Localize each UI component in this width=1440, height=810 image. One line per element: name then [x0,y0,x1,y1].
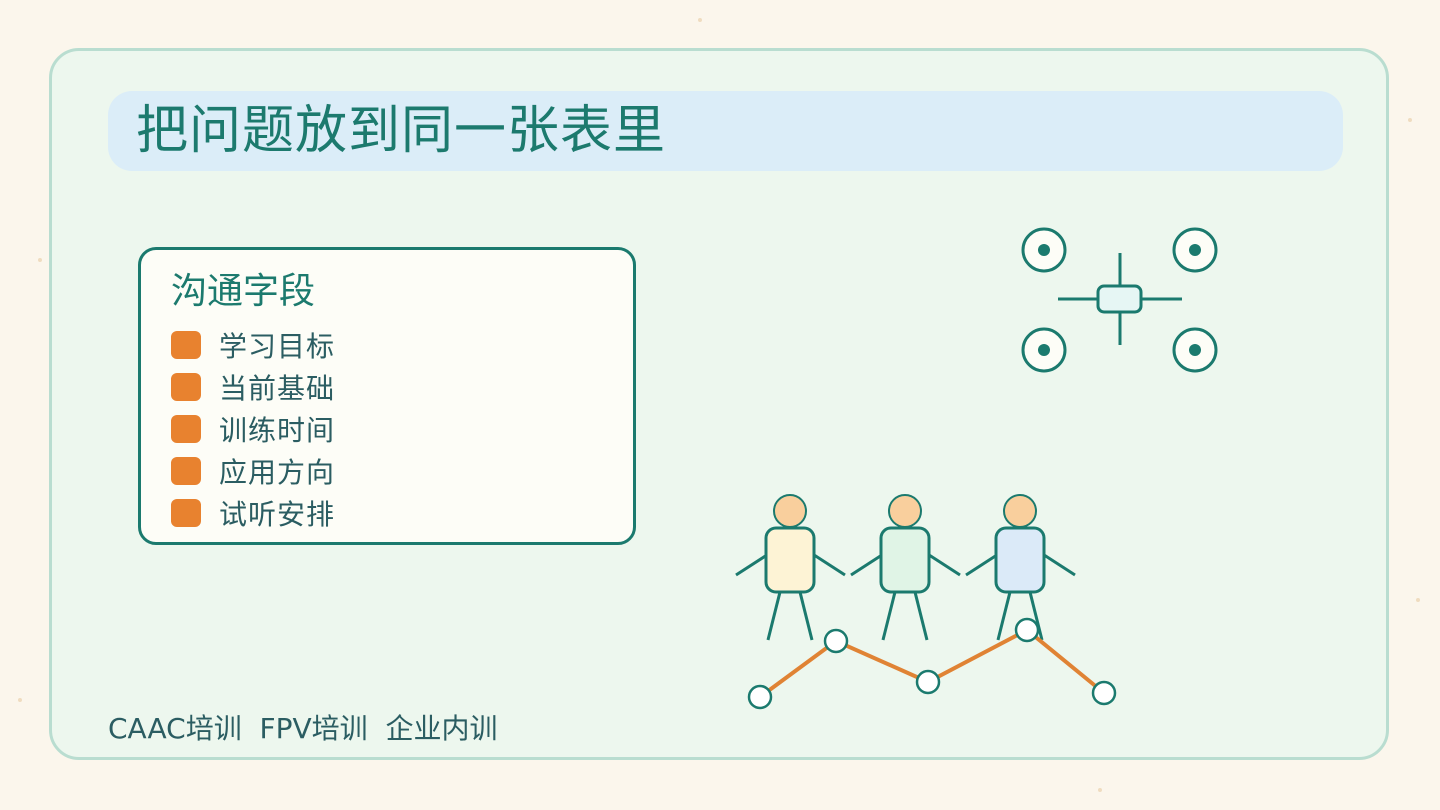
trend-line-icon [747,617,1117,710]
field-label: 试听安排 [219,498,336,531]
list-item: 试听安排 [171,492,633,534]
field-label: 学习目标 [219,330,336,363]
footer-tags: CAAC培训 FPV培训 企业内训 [108,712,498,745]
drone-icon [1021,227,1218,373]
bullet-icon [171,499,201,527]
communication-fields-panel: 沟通字段 学习目标 当前基础 训练时间 应用方向 试听安排 [138,247,636,545]
field-label: 应用方向 [219,456,336,489]
list-item: 学习目标 [171,324,633,366]
list-item: 当前基础 [171,366,633,408]
person-figure [735,494,846,641]
bullet-icon [171,457,201,485]
list-item: 应用方向 [171,450,633,492]
bullet-icon [171,331,201,359]
page-title: 把问题放到同一张表里 [136,101,667,161]
list-item: 训练时间 [171,408,633,450]
fields-heading: 沟通字段 [171,271,316,312]
title-bar: 把问题放到同一张表里 [108,91,1343,171]
slide-card: 把问题放到同一张表里 沟通字段 学习目标 当前基础 训练时间 应用方向 试听安排… [49,48,1389,760]
field-label: 当前基础 [219,372,336,405]
person-figure [965,494,1076,641]
people-icon [735,494,1076,641]
bullet-icon [171,415,201,443]
field-label: 训练时间 [219,414,336,447]
person-figure [850,494,961,641]
bullet-icon [171,373,201,401]
